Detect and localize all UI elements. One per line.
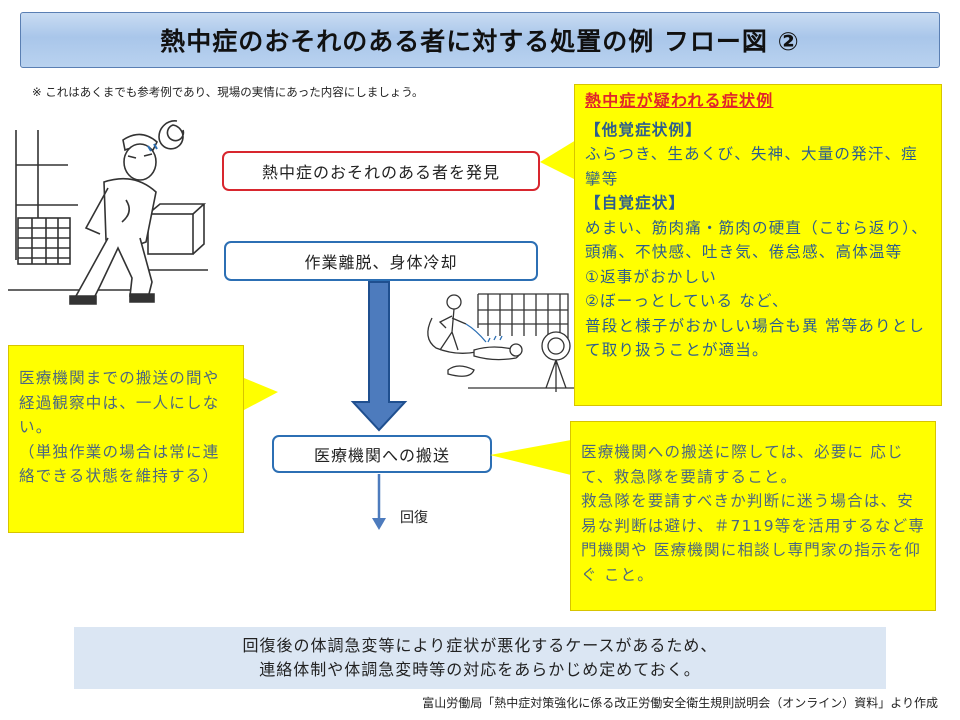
source-citation: 富山労働局「熱中症対策強化に係る改正労働安全衛生規則説明会（オンライン）資料」よ… bbox=[422, 696, 938, 710]
symptom-item-1: ①返事がおかしい bbox=[585, 267, 717, 286]
other-symptoms-heading: 【他覚症状例】 bbox=[585, 120, 702, 139]
right-callout-pointer bbox=[490, 440, 571, 475]
symptoms-callout-pointer bbox=[540, 140, 576, 180]
consult-text: 救急隊を要請すべきか判断に迷う場合は、安易な判断は避け、＃7119等を活用するな… bbox=[581, 492, 926, 584]
flow-step-recovery-label: 回復 bbox=[400, 510, 428, 526]
symptoms-title: 熱中症が疑われる症状例 bbox=[585, 91, 774, 110]
down-arrow-icon bbox=[350, 281, 408, 432]
symptom-item-3: 普段と様子がおかしい場合も異 常等ありとして取り扱うことが適当。 bbox=[585, 316, 926, 360]
flow-step-evacuate-cool: 作業離脱、身体冷却 bbox=[224, 241, 538, 281]
recovery-arrow-icon bbox=[372, 474, 386, 530]
left-callout-pointer bbox=[244, 378, 278, 410]
ambulance-callout: 医療機関への搬送に際しては、必要に 応じて、救急隊を要請すること。 救急隊を要請… bbox=[570, 421, 936, 611]
ambulance-text: 医療機関への搬送に際しては、必要に 応じて、救急隊を要請すること。 bbox=[581, 443, 904, 486]
cooling-person-illustration bbox=[427, 293, 578, 392]
accompany-subtext: （単独作業の場合は常に連絡できる状態を維持する） bbox=[19, 442, 220, 486]
self-symptoms-text: めまい、筋肉痛・筋肉の硬直（こむら返り）、頭痛、不快感、吐き気、倦怠感、高体温等 bbox=[585, 218, 928, 262]
symptom-item-2: ②ぼーっとしている など、 bbox=[585, 292, 789, 310]
accompany-text: 医療機関までの搬送の間や経過観察中は、一人にしない。 bbox=[19, 369, 220, 436]
dizzy-worker-illustration bbox=[8, 120, 208, 305]
disclaimer-note: ※ これはあくまでも参考例であり、現場の実情にあった内容にしましょう。 bbox=[32, 85, 424, 99]
post-recovery-note: 回復後の体調急変等により症状が悪化するケースがあるため、 連絡体制や体調急変時等… bbox=[74, 627, 886, 689]
self-symptoms-heading: 【自覚症状】 bbox=[585, 194, 686, 212]
flow-step-transport: 医療機関への搬送 bbox=[272, 435, 492, 473]
page-title: 熱中症のおそれのある者に対する処置の例 フロー図 ② bbox=[20, 12, 940, 68]
post-recovery-line-2: 連絡体制や体調急変時等の対応をあらかじめ定めておく。 bbox=[259, 660, 701, 679]
other-symptoms-text: ふらつき、生あくび、失神、大量の発汗、痙攣等 bbox=[585, 145, 918, 188]
post-recovery-line-1: 回復後の体調急変等により症状が悪化するケースがあるため、 bbox=[242, 636, 718, 655]
flow-step-discover: 熱中症のおそれのある者を発見 bbox=[222, 151, 540, 191]
dizzy-swirl-icon bbox=[158, 120, 185, 150]
accompany-callout: 医療機関までの搬送の間や経過観察中は、一人にしない。 （単独作業の場合は常に連絡… bbox=[8, 345, 244, 533]
symptoms-callout: 熱中症が疑われる症状例 【他覚症状例】 ふらつき、生あくび、失神、大量の発汗、痙… bbox=[574, 84, 942, 406]
